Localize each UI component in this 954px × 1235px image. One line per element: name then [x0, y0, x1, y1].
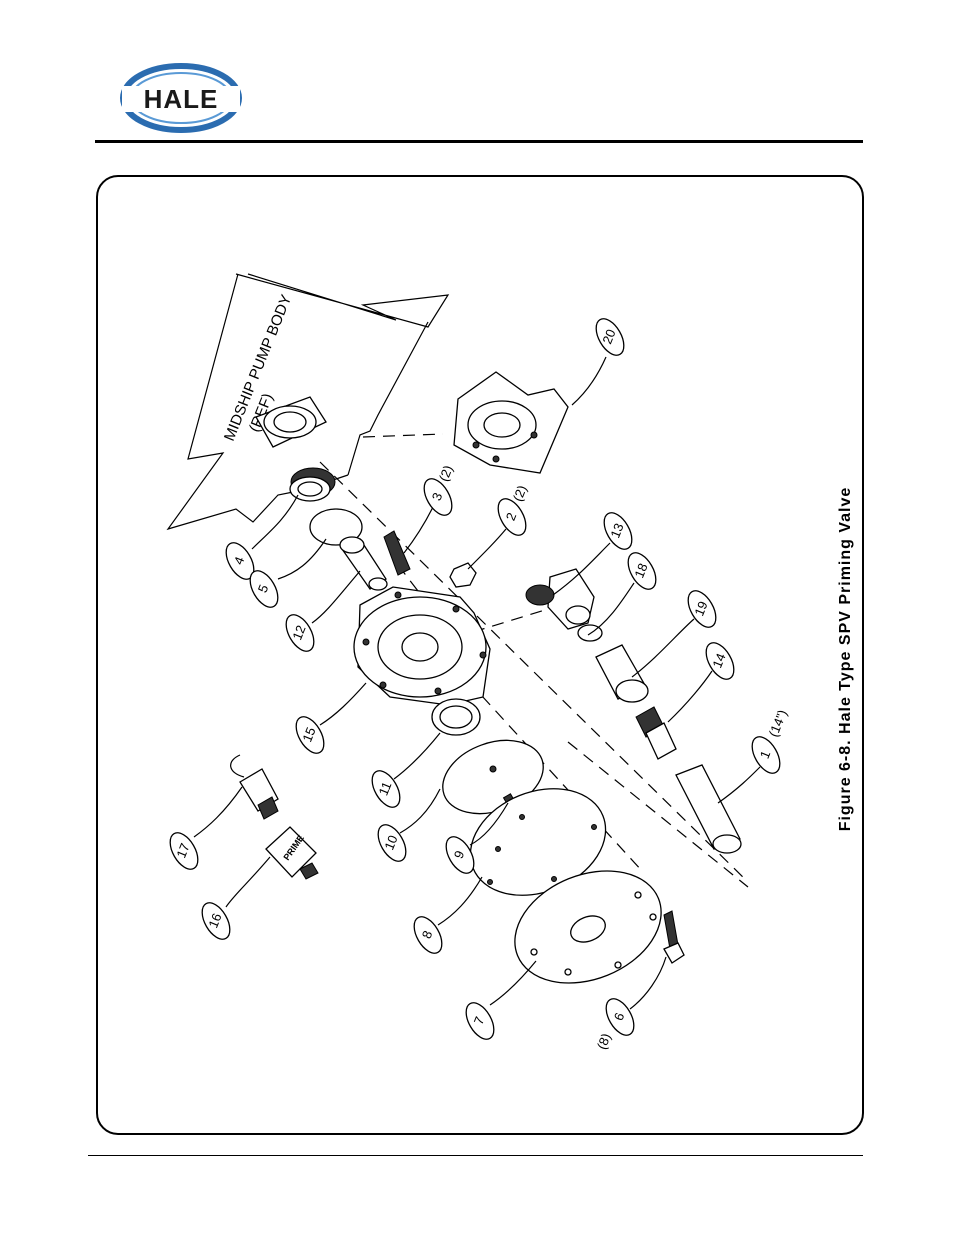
footer-rule	[88, 1155, 863, 1156]
callout-2: 2 (2)	[492, 483, 531, 540]
callout-11: 11	[366, 766, 405, 812]
part-13-elbow	[526, 569, 594, 629]
exploded-view-diagram: MIDSHIP PUMP BODY (REF)	[98, 177, 862, 1133]
part-2-nut	[450, 563, 476, 587]
callout-12: 12	[280, 610, 319, 656]
svg-text:(2): (2)	[436, 463, 456, 483]
header-rule	[95, 140, 863, 143]
figure-caption: Figure 6-8. Hale Type SPV Priming Valve	[837, 487, 854, 832]
logo-text: HALE	[144, 84, 219, 114]
callout-20: 20	[590, 314, 629, 360]
callout-14: 14	[700, 638, 739, 684]
callout-6: 6 (8)	[594, 994, 640, 1051]
part-12-shaft	[340, 537, 387, 590]
svg-text:(8): (8)	[594, 1031, 614, 1051]
part-3-stud	[384, 531, 410, 575]
callout-3: 3 (2)	[418, 463, 457, 520]
callout-15: 15	[290, 712, 329, 758]
part-11-cup	[432, 699, 480, 735]
callout-1: 1 (14")	[746, 708, 790, 778]
part-1-hose	[676, 765, 741, 853]
part-19-sleeve	[596, 645, 648, 702]
part-20-adapter	[454, 372, 568, 473]
callout-18: 18	[622, 548, 661, 594]
callout-16: 16	[196, 898, 235, 944]
part-6-bolt	[664, 911, 684, 963]
svg-text:(2): (2)	[510, 483, 530, 503]
part-15-valve-body	[354, 587, 490, 705]
svg-text:(14"): (14")	[766, 708, 790, 739]
part-17-switch	[231, 755, 278, 819]
part-14-hose-fitting	[636, 707, 676, 759]
part-16-prime-placard: PRIME	[266, 827, 318, 879]
callout-13: 13	[598, 508, 637, 554]
callout-10: 10	[372, 820, 411, 866]
callout-8: 8	[408, 912, 447, 958]
hale-logo: HALE	[118, 58, 244, 142]
callout-7: 7	[460, 998, 499, 1044]
